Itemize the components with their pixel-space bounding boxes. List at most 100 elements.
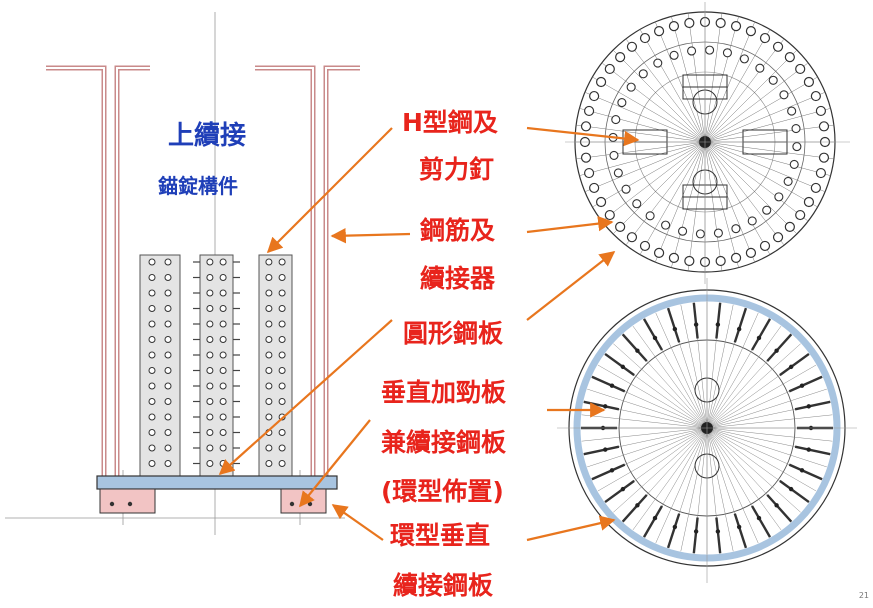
stiffener-plate: [692, 517, 699, 554]
stiffener-bolt: [635, 503, 640, 508]
rebar-dot-outer: [803, 76, 815, 88]
radial-line: [576, 124, 706, 143]
steel-plate-right: [258, 254, 293, 478]
rebar-dot-outer: [715, 255, 726, 267]
stiffener-bolt: [806, 404, 811, 409]
stiffener-bolt: [652, 515, 658, 521]
rebar-dot-outer: [795, 63, 806, 75]
shear-stud: [278, 320, 286, 328]
stiffener-plate: [733, 307, 748, 343]
shear-stud: [265, 305, 273, 312]
rebar-dot-outer: [580, 121, 592, 132]
shear-stud: [265, 289, 273, 297]
stiffener-bolt: [603, 447, 608, 452]
stiffener-bolt: [788, 364, 794, 370]
radial-line: [704, 108, 831, 143]
stiffener-bolt: [799, 468, 805, 473]
shear-stud: [219, 460, 227, 467]
coupler-left: [99, 488, 156, 514]
rebar-dot-outer: [815, 167, 827, 179]
radial-line: [579, 108, 706, 143]
stiffener-bolt: [736, 524, 742, 530]
rebar-dot-outer: [815, 105, 827, 117]
radial-line: [704, 141, 809, 222]
rebar-dot-inner: [762, 205, 772, 215]
radial-line: [704, 38, 785, 143]
rebar-dot-outer: [772, 41, 784, 52]
steel-plate: [199, 254, 234, 478]
shear-stud: [278, 367, 286, 374]
radial-line: [632, 427, 708, 531]
rebar-dot-inner: [611, 115, 621, 125]
radial-line: [704, 141, 834, 160]
shear-stud: [278, 382, 286, 390]
rebar-dot-inner: [791, 124, 801, 134]
steel-plate: [258, 254, 293, 478]
label-stiffener-3: (環型佈置): [381, 477, 504, 506]
coupler-bolt: [127, 501, 133, 507]
elevation-drawing: [5, 12, 360, 535]
arrow-ring-right: [526, 515, 616, 542]
arrow-rebar-left: [330, 227, 411, 244]
radial-line: [671, 16, 706, 143]
shear-stud: [219, 351, 227, 359]
shear-stud: [206, 289, 214, 297]
shear-stud: [278, 351, 286, 359]
stiffener-plate: [692, 302, 699, 339]
radial-line: [704, 141, 723, 271]
rebar-dot-outer: [759, 240, 771, 252]
radial-line: [579, 141, 706, 176]
radial-line: [581, 427, 708, 442]
rebar-dot-inner: [722, 48, 732, 58]
stiffener-plate: [766, 494, 793, 523]
radial-line: [601, 62, 706, 143]
radial-line: [706, 427, 817, 492]
radial-line: [706, 343, 801, 429]
radial-line: [587, 427, 708, 468]
radial-line: [584, 141, 706, 192]
shear-stud: [148, 274, 156, 281]
radial-line: [706, 427, 734, 552]
shear-stud: [219, 413, 227, 421]
rebar-dot-outer: [583, 105, 595, 117]
radial-line: [704, 13, 723, 143]
shear-stud: [219, 398, 227, 405]
radial-line: [706, 427, 827, 468]
radial-line: [704, 141, 739, 268]
shear-stud: [206, 258, 214, 266]
rebar-dot-outer: [639, 240, 651, 252]
rebar-dot-inner: [731, 224, 741, 234]
shear-stud: [206, 320, 214, 328]
radial-line: [704, 76, 818, 143]
radial-line: [704, 141, 771, 255]
rebar-dot-inner: [783, 176, 793, 186]
shear-stud: [206, 398, 214, 405]
rebar-dot-outer: [684, 255, 695, 267]
radial-line: [706, 364, 817, 429]
stiffener-plate: [621, 333, 648, 362]
radial-line: [704, 29, 771, 143]
stiffener-plate: [794, 400, 831, 411]
radial-line: [687, 13, 706, 143]
left-title-main: 上續接: [168, 121, 247, 151]
shear-stud: [265, 367, 273, 374]
shear-stud: [265, 382, 273, 390]
rebar-dot-inner: [789, 159, 799, 169]
rebar-dot-inner: [669, 50, 679, 60]
stiffener-bolt: [715, 529, 721, 534]
shear-stud: [148, 289, 156, 297]
stiffener-bolt: [756, 335, 762, 341]
stiffener-bolt: [609, 468, 615, 473]
rebar-dot-inner: [687, 46, 697, 56]
shear-stud: [219, 320, 227, 328]
shear-stud: [219, 382, 227, 390]
radial-line: [680, 427, 708, 552]
rebar-dot-inner: [645, 211, 655, 221]
rebar-dot-outer: [615, 52, 626, 63]
stiffener-plate: [715, 302, 722, 339]
stiffener-plate: [788, 375, 823, 393]
radial-line: [706, 325, 782, 429]
rebar-body: [323, 65, 360, 480]
radial-line: [704, 141, 831, 176]
radial-line: [706, 414, 833, 429]
